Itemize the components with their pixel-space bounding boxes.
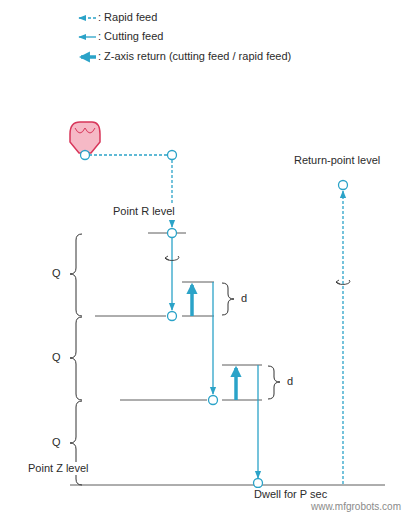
- tool-path: [257, 365, 258, 478]
- legend-text: : Rapid feed: [98, 11, 157, 24]
- tool-path: [171, 238, 172, 310]
- dimension-braces: [70, 234, 280, 485]
- tool-path: [190, 285, 194, 316]
- dimension-label: d: [285, 375, 295, 388]
- dimension-braces: [222, 283, 234, 315]
- rotation-symbols: [165, 256, 169, 260]
- rotation-symbols: [336, 280, 350, 284]
- rotation-symbols: [165, 256, 350, 284]
- dimension-label: Q: [50, 267, 63, 280]
- drill-tool: [70, 122, 100, 153]
- tool-path: [212, 282, 213, 394]
- dimension-label: d: [239, 292, 249, 305]
- position-points: [81, 151, 90, 160]
- dimension-braces: [70, 234, 82, 316]
- level-label: Point R level: [111, 205, 177, 218]
- legend-text: : Cutting feed: [98, 30, 163, 43]
- tool-path: [89, 154, 167, 155]
- position-points: [168, 312, 177, 321]
- level-lines: [182, 316, 214, 317]
- level-lines: [70, 485, 385, 486]
- legend-samples: [81, 55, 96, 59]
- tool-path: [234, 368, 238, 400]
- level-lines: [95, 316, 166, 317]
- position-points: [81, 151, 348, 488]
- level-lines: [222, 400, 262, 401]
- dimension-braces: [70, 317, 82, 400]
- position-points: [209, 396, 218, 405]
- dimension-braces: [268, 366, 280, 399]
- dimension-label: Q: [50, 436, 63, 449]
- legend-samples: [79, 17, 96, 18]
- tool-path: [342, 191, 343, 484]
- legend-samples: [79, 18, 96, 57]
- legend-samples: [79, 36, 96, 37]
- rotation-symbols: [336, 280, 340, 284]
- legend-text: : Z-axis return (cutting feed / rapid fe…: [98, 50, 291, 63]
- drill-tool: [70, 122, 100, 153]
- drill-tool: [75, 128, 95, 133]
- position-points: [168, 151, 177, 160]
- level-lines: [120, 400, 207, 401]
- level-label: Point Z level: [26, 462, 91, 475]
- level-lines: [182, 282, 214, 283]
- position-points: [168, 229, 177, 238]
- position-points: [254, 479, 263, 488]
- level-label: Return-point level: [292, 154, 382, 167]
- tool-path: [89, 155, 343, 484]
- level-lines: [222, 365, 262, 366]
- level-lines: [70, 233, 385, 485]
- watermark: www.mfgrobots.com: [309, 500, 403, 513]
- dimension-label: Q: [50, 351, 63, 364]
- rotation-symbols: [165, 256, 179, 260]
- position-points: [339, 181, 348, 190]
